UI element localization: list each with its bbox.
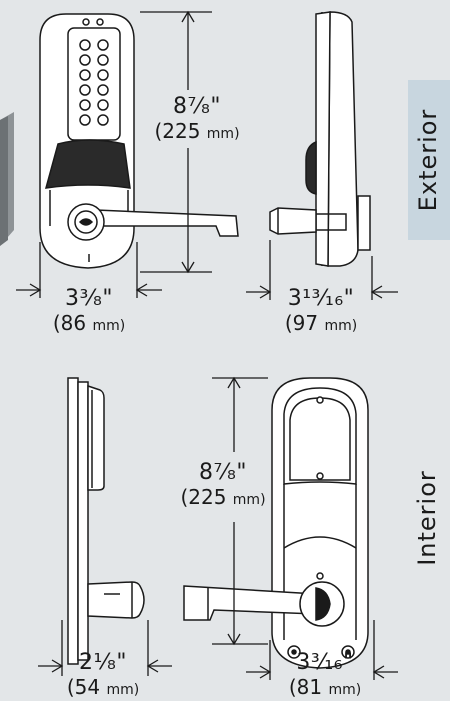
exterior-width-metric: (86 mm) [52,311,126,335]
exterior-side-view [269,11,371,267]
exterior-height-dimension-lines [140,10,212,274]
exterior-front-view [39,13,239,269]
interior-height-imperial: 8⁷⁄₈" [199,460,247,485]
exterior-width-dimension: 3³⁄₈" (86 mm) [34,286,144,335]
exterior-height-dimension: 8⁷⁄₈" (225 mm) [142,94,252,143]
interior-depth-dimension-lines [38,620,172,676]
interior-label: Interior [413,470,441,566]
exterior-label: Exterior [414,108,442,212]
edge-photo-fragment [0,112,14,246]
exterior-width-dimension-lines [16,242,162,298]
exterior-width-imperial: 3³⁄₈" [65,286,113,311]
interior-depth-metric: (54 mm) [66,675,140,699]
interior-height-metric: (225 mm) [180,485,266,509]
interior-side-view [67,377,145,665]
interior-height-dimension: 8⁷⁄₈" (225 mm) [168,460,278,509]
interior-depth-dimension: 2¹⁄₈" (54 mm) [48,650,158,699]
interior-width-dimension-lines [246,620,398,680]
exterior-depth-metric: (97 mm) [284,311,358,335]
interior-height-dimension-lines [212,376,268,646]
interior-depth-imperial: 2¹⁄₈" [79,650,127,675]
exterior-height-imperial: 8⁷⁄₈" [173,94,221,119]
exterior-depth-dimension-lines [246,240,398,300]
interior-width-metric: (81 mm) [288,675,362,699]
interior-width-dimension: 3³⁄₁₆" (81 mm) [270,650,380,699]
keypad-buttons-icon [79,39,109,126]
exterior-height-metric: (225 mm) [154,119,240,143]
interior-width-imperial: 3³⁄₁₆" [296,650,354,675]
interior-front-view [183,377,369,669]
exterior-depth-imperial: 3¹³⁄₁₆" [287,286,355,311]
exterior-label-tab [408,80,450,240]
exterior-depth-dimension: 3¹³⁄₁₆" (97 mm) [266,286,376,335]
